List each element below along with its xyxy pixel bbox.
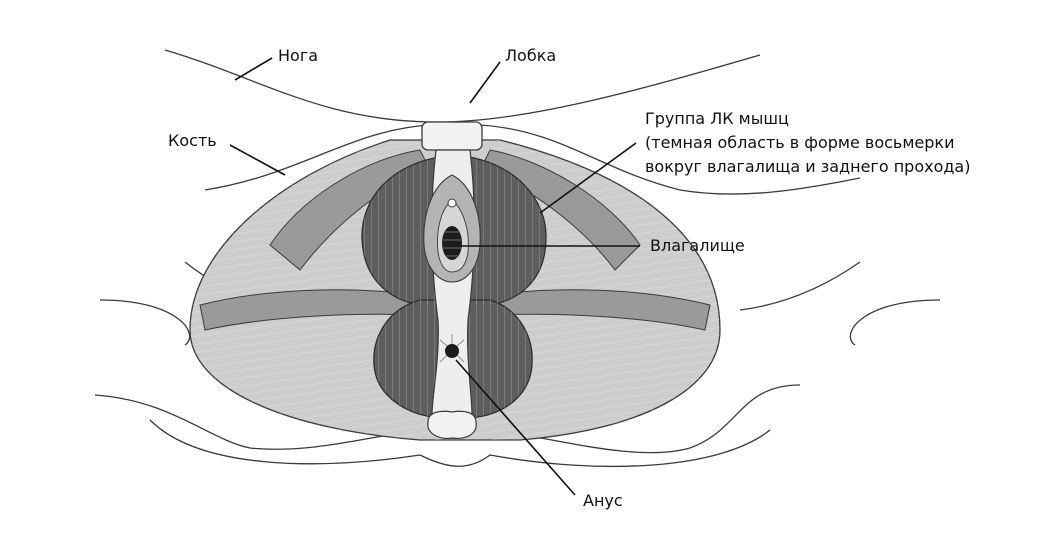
pubis-leader bbox=[469, 61, 501, 104]
pc-group-label-line1: Группа ЛК мышц bbox=[645, 109, 789, 128]
pubic-bone-block bbox=[421, 121, 483, 151]
pubic-outline-curve bbox=[204, 124, 431, 191]
vagina-label: Влагалище bbox=[650, 236, 745, 255]
anal-rays bbox=[439, 334, 465, 363]
buttock-outline bbox=[149, 419, 771, 468]
anus-leader bbox=[455, 359, 576, 496]
pc-group-label-line3: вокруг влагалища и заднего прохода) bbox=[645, 157, 970, 176]
pubis-label: Лобка bbox=[505, 46, 556, 65]
vaginal-area bbox=[423, 174, 481, 283]
anus-label: Анус bbox=[583, 491, 623, 510]
leader-lines bbox=[229, 57, 640, 496]
urethra-dot bbox=[447, 198, 457, 208]
body-outlines bbox=[94, 49, 941, 468]
pubic-outline-curve-right bbox=[479, 124, 861, 195]
bone-leader bbox=[229, 144, 286, 176]
vaginal-opening bbox=[442, 226, 462, 260]
right-thigh-outline bbox=[739, 261, 941, 346]
anal-opening bbox=[445, 344, 459, 358]
pc-group-leader bbox=[539, 142, 637, 214]
leg-label: Нога bbox=[278, 46, 318, 65]
vaginal-opening-folds bbox=[443, 231, 461, 257]
leg-leader bbox=[234, 57, 273, 81]
anal-area bbox=[439, 334, 465, 363]
bone-label: Кость bbox=[168, 131, 217, 150]
labels: Нога Лобка Кость Группа ЛК мышц (темная … bbox=[168, 46, 970, 510]
pc-group-label-line2: (темная область в форме восьмерки bbox=[645, 133, 955, 152]
coccyx-shape bbox=[427, 410, 477, 439]
